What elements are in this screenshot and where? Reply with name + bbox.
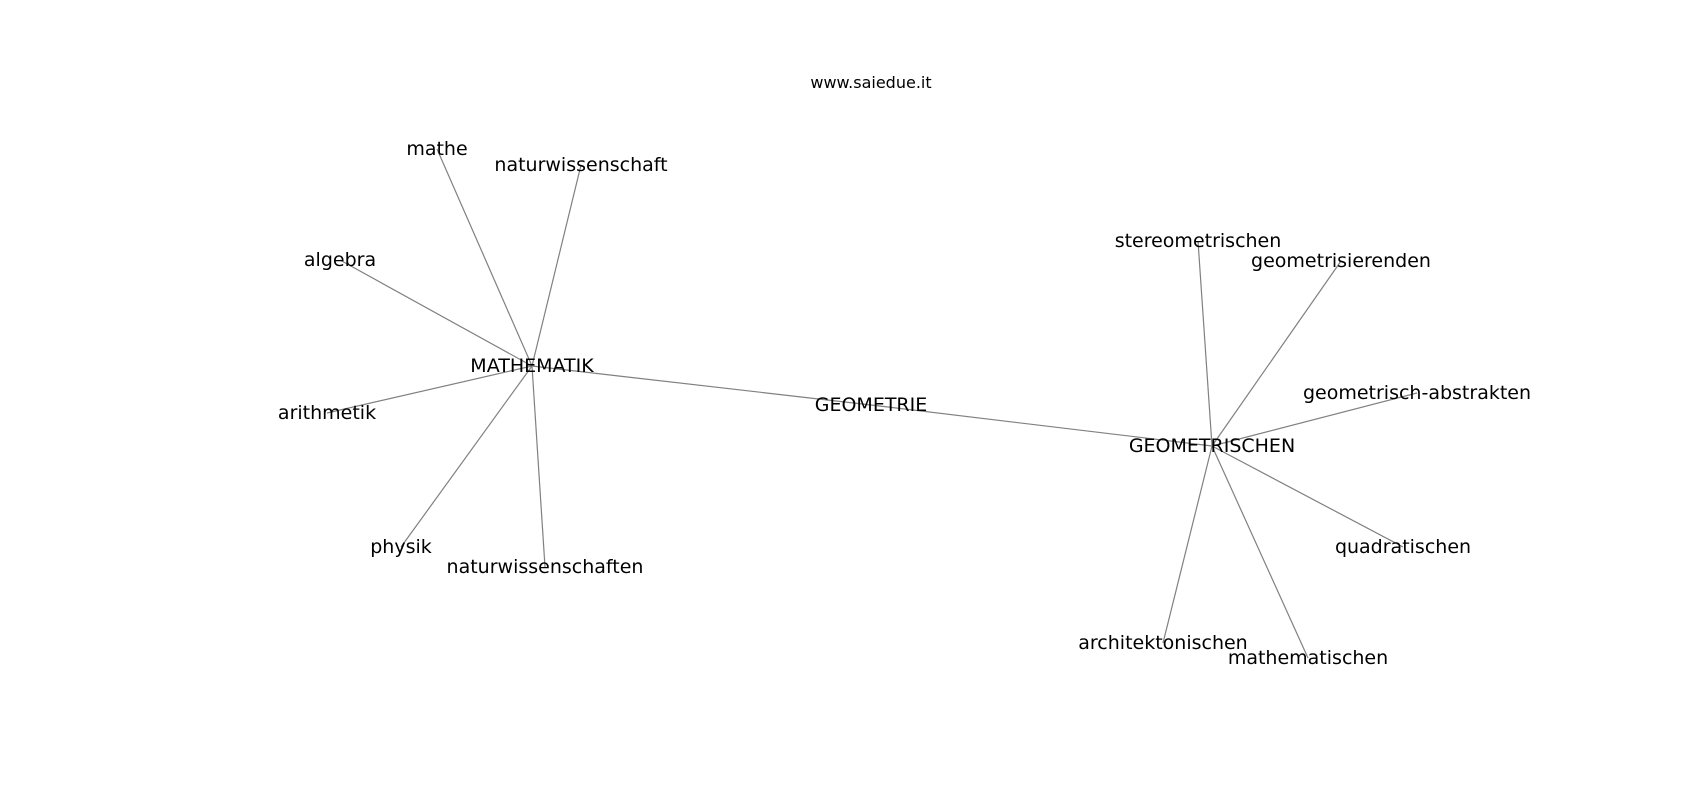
edge-geometrischen-quadratischen: [1211, 445, 1404, 548]
node-label-geometrisch-abstrakten: geometrisch-abstrakten: [1303, 382, 1531, 404]
graph-edges: [326, 148, 1418, 659]
node-label-mathematischen: mathematischen: [1228, 647, 1388, 669]
edge-geometrie-geometrischen: [870, 404, 1213, 447]
node-label-arithmetik: arithmetik: [278, 402, 376, 424]
edge-mathematik-algebra: [339, 259, 533, 367]
edge-mathematik-mathe: [436, 148, 533, 367]
node-label-naturwissenschaft: naturwissenschaft: [494, 154, 667, 176]
node-label-naturwissenschaften: naturwissenschaften: [447, 556, 644, 578]
edge-geometrischen-geometrisierenden: [1211, 260, 1342, 447]
node-label-mathematik: MATHEMATIK: [470, 355, 594, 377]
edge-geometrischen-architektonischen: [1162, 445, 1213, 644]
edge-mathematik-arithmetik: [326, 365, 533, 414]
node-label-mathe: mathe: [406, 138, 467, 160]
edge-mathematik-naturwissenschaft: [531, 164, 582, 367]
node-label-geometrisierenden: geometrisierenden: [1251, 250, 1431, 272]
graph-nodes: GEOMETRIE MATHEMATIK GEOMETRISCHEN mathe nat…: [278, 138, 1531, 669]
edge-mathematik-naturwissenschaften: [531, 365, 546, 568]
node-label-architektonischen: architektonischen: [1078, 632, 1247, 654]
node-label-physik: physik: [370, 536, 432, 558]
edge-mathematik-physik: [400, 365, 533, 548]
edge-geometrischen-stereometrischen: [1197, 240, 1213, 447]
node-label-algebra: algebra: [304, 249, 376, 271]
node-label-geometrischen: GEOMETRISCHEN: [1129, 435, 1295, 457]
node-label-stereometrischen: stereometrischen: [1115, 230, 1282, 252]
watermark-text: www.saiedue.it: [810, 73, 931, 92]
edge-geometrie-mathematik: [531, 365, 872, 406]
node-label-quadratischen: quadratischen: [1335, 536, 1471, 558]
edge-geometrischen-mathematischen: [1211, 445, 1309, 659]
node-label-geometrie: GEOMETRIE: [815, 394, 928, 416]
edge-geometrischen-geometrisch-abstrakten: [1211, 392, 1418, 447]
